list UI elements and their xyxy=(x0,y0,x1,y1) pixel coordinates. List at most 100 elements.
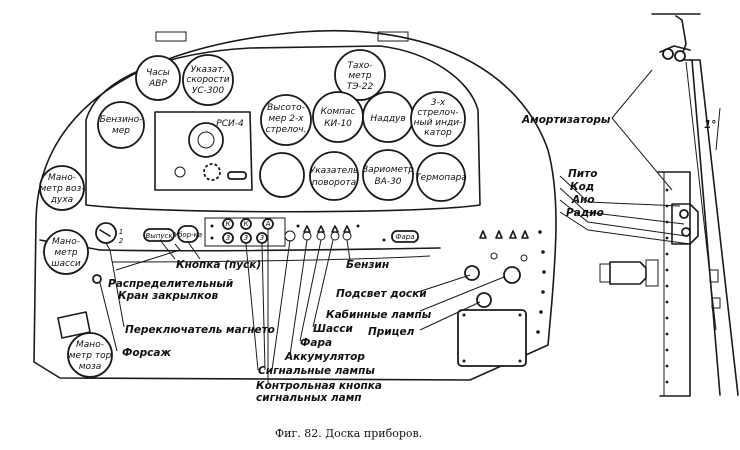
svg-text:Аккумулятор: Аккумулятор xyxy=(284,351,365,363)
svg-text:Прицел: Прицел xyxy=(368,326,415,338)
svg-text:Мано-: Мано- xyxy=(48,173,76,183)
three-needle-indicator: 3-х стрелоч- ный инди- катор xyxy=(410,91,466,147)
svg-text:А: А xyxy=(265,220,271,228)
svg-text:Указатель: Указатель xyxy=(310,166,359,176)
svg-text:Часы: Часы xyxy=(146,68,170,78)
svg-text:моза: моза xyxy=(79,362,102,372)
variometer-gauge: Вариометр ВА-30 xyxy=(362,149,414,201)
svg-text:Переключатель магнето: Переключатель магнето xyxy=(125,324,275,336)
boost-gauge: Наддув xyxy=(362,91,414,143)
flap-valve-buttons: Выпуск Убор-ка xyxy=(143,225,202,243)
side-view: 1° xyxy=(599,13,739,397)
svg-text:ный инди-: ный инди- xyxy=(414,118,463,128)
svg-text:КИ-10: КИ-10 xyxy=(324,119,352,129)
svg-text:3: 3 xyxy=(260,234,264,242)
signal-lamps: К К 3 3 3 А xyxy=(204,217,286,247)
svg-text:метр тор: метр тор xyxy=(69,351,112,361)
svg-text:Компас: Компас xyxy=(320,107,355,117)
svg-text:2: 2 xyxy=(119,237,124,245)
right-toggles xyxy=(479,230,529,239)
thermocouple-gauge: Термопара xyxy=(415,152,467,202)
svg-text:Фара: Фара xyxy=(395,233,414,241)
svg-text:Вариометр: Вариометр xyxy=(362,165,414,175)
svg-text:Тахо-: Тахо- xyxy=(347,61,372,71)
svg-text:шасси: шасси xyxy=(51,259,81,269)
svg-text:Форсаж: Форсаж xyxy=(122,347,171,359)
side-view-labels: Амортизаторы Пито Код Ано Радио xyxy=(521,114,611,219)
svg-text:1°: 1° xyxy=(704,119,717,131)
svg-text:АВР: АВР xyxy=(148,79,167,89)
figure-caption: Фиг. 82. Доска приборов. xyxy=(275,427,422,440)
svg-text:сигнальных ламп: сигнальных ламп xyxy=(256,392,362,404)
svg-text:Высото-: Высото- xyxy=(267,103,305,113)
compass-gauge: Компас КИ-10 xyxy=(312,91,364,143)
side-view-leaders xyxy=(559,69,691,245)
svg-text:поворота: поворота xyxy=(312,178,356,188)
empty-gauge xyxy=(259,152,305,198)
svg-text:Кран закрылков: Кран закрылков xyxy=(118,290,218,302)
svg-text:Шасси: Шасси xyxy=(313,323,354,335)
svg-text:3-х: 3-х xyxy=(431,98,446,108)
svg-text:метр: метр xyxy=(348,71,372,81)
airspeed-gauge: Указат. скорости УС-300 xyxy=(182,54,234,106)
svg-text:мер 2-х: мер 2-х xyxy=(268,114,304,124)
svg-text:катор: катор xyxy=(424,128,452,138)
turn-indicator: Указатель поворота xyxy=(309,151,359,201)
svg-text:ВА-30: ВА-30 xyxy=(374,177,401,187)
svg-text:К: К xyxy=(244,220,250,228)
leader-lines xyxy=(99,230,505,384)
svg-text:1: 1 xyxy=(119,228,123,236)
svg-text:3: 3 xyxy=(244,234,248,242)
svg-text:метр воз-: метр воз- xyxy=(40,184,85,194)
headlight-button: Фара xyxy=(391,230,419,243)
svg-text:Мано-: Мано- xyxy=(52,237,80,247)
svg-text:Кабинные лампы: Кабинные лампы xyxy=(326,309,432,321)
svg-text:Выпуск: Выпуск xyxy=(145,232,173,240)
svg-text:3: 3 xyxy=(226,234,230,242)
svg-text:Бензино-: Бензино- xyxy=(100,115,143,125)
svg-text:Радио: Радио xyxy=(566,207,604,219)
svg-text:УС-300: УС-300 xyxy=(192,86,224,96)
svg-text:Мано-: Мано- xyxy=(76,340,104,350)
svg-text:Амортизаторы: Амортизаторы xyxy=(521,114,611,126)
rsi-radio-block: РСИ-4 xyxy=(154,111,253,191)
svg-text:Термопара: Термопара xyxy=(415,173,467,183)
svg-text:духа: духа xyxy=(50,195,73,205)
magneto-switch: 1 2 xyxy=(95,222,124,245)
sight-panel xyxy=(457,309,527,367)
svg-text:Распределительный: Распределительный xyxy=(108,278,234,290)
clock-gauge: Часы АВР xyxy=(135,55,181,101)
brake-pressure-gauge: Мано- метр тор моза xyxy=(67,332,113,378)
svg-text:Наддув: Наддув xyxy=(370,114,405,124)
callout-labels: Кнопка (пуск) Распределительный Кран зак… xyxy=(108,259,432,404)
svg-text:Фара: Фара xyxy=(300,337,332,349)
svg-text:Бензин: Бензин xyxy=(346,259,389,271)
svg-text:Ано: Ано xyxy=(571,194,595,206)
lamp-rheostats xyxy=(464,252,528,308)
svg-text:скорости: скорости xyxy=(186,75,229,85)
svg-text:РСИ-4: РСИ-4 xyxy=(216,119,244,129)
svg-text:стрелоч.: стрелоч. xyxy=(266,125,307,135)
svg-text:ТЭ-22: ТЭ-22 xyxy=(347,82,374,92)
svg-text:Контрольная кнопка: Контрольная кнопка xyxy=(256,380,382,392)
svg-text:Подсвет доски: Подсвет доски xyxy=(336,288,427,300)
svg-text:Убор-ка: Убор-ка xyxy=(174,231,202,239)
fuel-gauge: Бензино- мер xyxy=(97,101,145,149)
svg-text:Код: Код xyxy=(570,181,594,193)
svg-text:мер: мер xyxy=(112,126,130,136)
air-pressure-gauge: Мано- метр воз- духа xyxy=(39,165,85,211)
svg-text:Указат.: Указат. xyxy=(191,65,226,75)
svg-text:К: К xyxy=(226,220,232,228)
svg-text:стрелоч-: стрелоч- xyxy=(417,108,458,118)
svg-text:Кнопка (пуск): Кнопка (пуск) xyxy=(176,259,261,271)
chassis-pressure-gauge: Мано- метр шасси xyxy=(43,229,89,275)
svg-text:метр: метр xyxy=(54,248,78,258)
svg-text:Сигнальные лампы: Сигнальные лампы xyxy=(258,365,375,377)
altimeter-gauge: Высото- мер 2-х стрелоч. xyxy=(260,94,312,146)
svg-text:Пито: Пито xyxy=(568,168,597,180)
tachometer-gauge: Тахо- метр ТЭ-22 xyxy=(334,49,386,101)
toggle-switches xyxy=(210,224,386,242)
afterburner-knob xyxy=(92,274,102,284)
